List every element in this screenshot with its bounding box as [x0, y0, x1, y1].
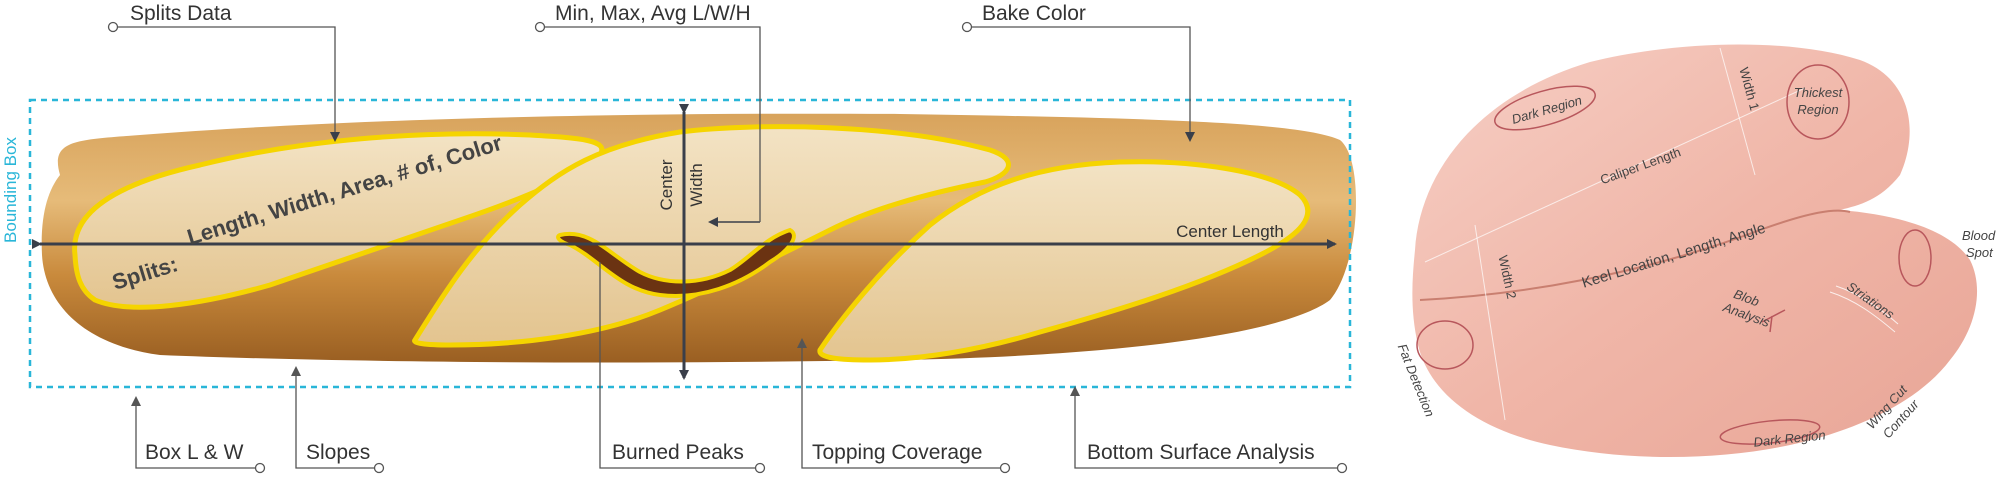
callout-bottom-surface-label: Bottom Surface Analysis	[1087, 441, 1315, 464]
callout-bake-color-label: Bake Color	[982, 2, 1086, 25]
dark-region-top-marker	[1494, 85, 1596, 131]
blood-spot-marker	[1898, 229, 1932, 287]
baguette-figure: Bounding Box Center Length Center Width …	[1, 98, 1357, 389]
dark-region-bottom-marker	[1719, 419, 1821, 445]
callout-slopes: Slopes	[291, 366, 385, 474]
thickest-region-label-2: Region	[1797, 102, 1838, 117]
callout-splits-data-label: Splits Data	[130, 2, 232, 25]
callout-topping-coverage-label: Topping Coverage	[812, 441, 982, 464]
bounding-box	[28, 98, 1352, 389]
keel-line	[1419, 209, 1851, 301]
callout-splits-data: Splits Data	[107, 2, 340, 142]
callout-box-lw: Box L & W	[131, 396, 266, 474]
chicken-breast	[1412, 44, 1978, 458]
width-label: Width	[687, 163, 706, 206]
blob-marker	[1761, 309, 1786, 333]
callout-bottom-surface: Bottom Surface Analysis	[1070, 386, 1348, 474]
striations-marker	[1829, 285, 1899, 333]
blood-spot-label-2: Spot	[1966, 245, 1994, 260]
chicken-figure: Dark Region Thickest Region Width 1 Cali…	[1395, 44, 1996, 458]
split-outline-2	[412, 124, 1011, 348]
split-outline-3	[817, 159, 1311, 363]
callout-bake-color: Bake Color	[961, 2, 1195, 142]
center-label: Center	[657, 159, 676, 210]
callout-burned-peaks: Burned Peaks	[599, 262, 766, 474]
width2-line	[1474, 224, 1506, 421]
bounding-box-label: Bounding Box	[1, 137, 20, 243]
callout-min-max-avg-label: Min, Max, Avg L/W/H	[555, 2, 751, 25]
thickest-region-marker	[1786, 64, 1850, 140]
callout-topping-coverage: Topping Coverage	[797, 338, 1011, 474]
callout-slopes-label: Slopes	[306, 441, 370, 464]
fat-detection-marker	[1416, 320, 1474, 370]
callout-box-lw-label: Box L & W	[145, 441, 244, 464]
thickest-region-label-1: Thickest	[1794, 85, 1844, 100]
center-length-label: Center Length	[1176, 222, 1284, 241]
caliper-line	[1424, 87, 1806, 263]
blood-spot-label-1: Blood	[1962, 228, 1996, 243]
width1-line	[1719, 47, 1756, 176]
callout-burned-peaks-label: Burned Peaks	[612, 441, 744, 464]
callout-min-max-avg: Min, Max, Avg L/W/H	[534, 2, 761, 222]
